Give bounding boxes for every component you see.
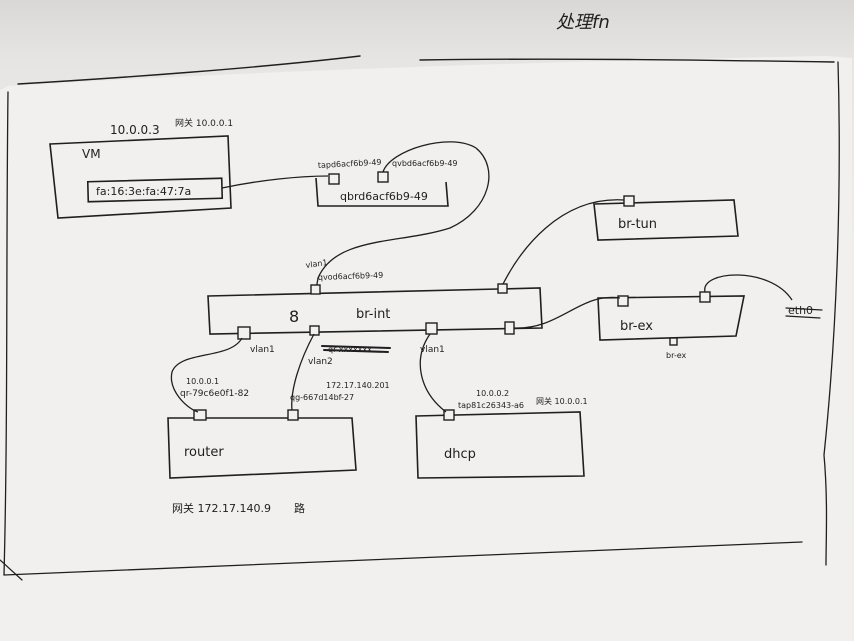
router-name: router [184,445,224,460]
vm-box [49,135,232,219]
br-int-struck-label: qr-xxxxxxx [328,345,372,354]
router-qr-port [193,409,207,421]
router-ip-right: 172.17.140.201 [326,381,390,390]
br-tun-box [593,199,739,241]
router-qg-port [287,409,299,421]
br-int-vlan-left: vlan1 [250,345,275,355]
qbr-name: qbrd6acf6b9-49 [340,190,428,203]
br-int-qr-port [237,326,251,340]
link-router-qr [170,337,243,413]
dhcp-tap-label: tap81c26343-a6 [458,401,524,410]
link-brex-eth [704,274,793,301]
frame-right-line [823,61,840,566]
br-int-vlan-mid: vlan2 [308,357,333,367]
link-vm-tap [221,175,329,189]
br-ex-port-left [617,295,629,307]
link-qvb-qvo [315,141,490,291]
page-title: 处理fn [556,12,610,33]
link-brint-brex [513,296,621,329]
qvb-port [377,171,389,183]
qbr-bridge-box [315,177,449,207]
qvb-label: qvbd6acf6b9-49 [392,159,458,168]
frame-top-line [17,55,835,85]
frame-corner-tick [0,559,23,581]
strikethrough-mark [321,345,391,353]
qvo-port [310,284,321,295]
br-int-ex-port [504,321,515,335]
link-dhcp [419,333,447,413]
vm-nic-box [86,177,224,203]
dhcp-ip: 10.0.0.2 [476,389,509,398]
br-ex-box [597,295,745,341]
br-int-box [207,287,543,335]
dhcp-port [443,409,455,421]
br-int-port-mark: 8 [289,307,299,326]
br-tun-name: br-tun [618,217,657,232]
br-int-dhcp-port [425,322,438,335]
router-ip-left: 10.0.0.1 [186,377,219,386]
router-qg-label: qg-667d14bf-27 [290,393,354,402]
eth-label: eth0 [788,304,813,317]
router-gateway-note: 网关 172.17.140.9 [172,501,271,515]
br-int-qvo-label: qvod6acf6b9-49 [318,271,384,282]
dhcp-gateway: 网关 10.0.0.1 [536,396,588,406]
br-tun-port [623,195,635,207]
router-qr-label: qr-79c6e0f1-82 [180,389,249,399]
dhcp-name: dhcp [444,447,476,462]
tap-port [328,173,340,185]
dhcp-box [415,411,585,479]
link-router-qg [291,333,315,411]
br-ex-internal-port [669,337,678,346]
eth-scribble [785,307,823,319]
frame-left-line [3,91,9,576]
vm-name: VM [82,147,101,161]
br-ex-name: br-ex [620,319,653,334]
tap-label: tapd6acf6b9-49 [318,158,382,170]
vm-gateway: 网关 10.0.0.1 [175,117,233,129]
br-ex-internal-label: br-ex [666,351,687,360]
link-brint-brtun [501,199,625,287]
br-int-vlan-top: vlan1 [305,258,328,270]
br-int-tun-port [497,283,508,294]
vm-mac: fa:16:3e:fa:47:7a [96,185,191,198]
vm-ip: 10.0.0.3 [110,123,160,137]
br-int-qg-port [309,325,320,336]
br-int-name: br-int [356,307,390,322]
br-int-vlan-right: vlan1 [420,345,445,355]
br-ex-port-right [699,291,711,303]
router-gateway-suffix: 路 [294,502,305,515]
